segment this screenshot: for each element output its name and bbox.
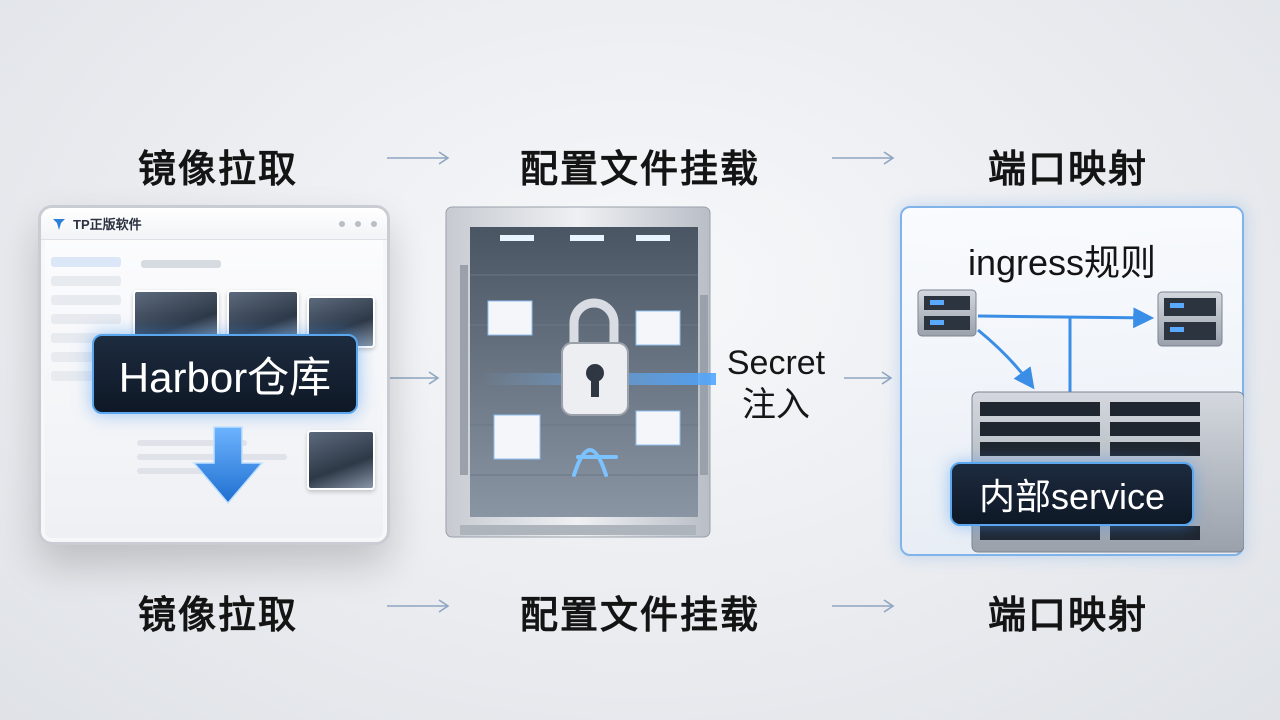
target-server-icon xyxy=(1157,291,1223,347)
app-name: TP正版软件 xyxy=(73,217,142,232)
bottom-step-1: 镜像拉取 xyxy=(138,593,299,637)
bottom-step-2: 配置文件挂载 xyxy=(520,593,761,637)
app-logo-icon xyxy=(53,218,65,230)
top-step-2: 配置文件挂载 xyxy=(520,147,761,191)
bottom-step-3: 端口映射 xyxy=(988,593,1149,637)
tablet-titlebar: TP正版软件 xyxy=(41,208,387,240)
internal-service-badge: 内部service xyxy=(950,462,1194,526)
top-step-3: 端口映射 xyxy=(988,147,1149,191)
mid-flow-arrow-2 xyxy=(844,371,893,385)
sidebar xyxy=(47,248,125,390)
harbor-registry-badge: Harbor仓库 xyxy=(92,334,358,414)
bottom-flow-arrow-1 xyxy=(387,599,450,613)
bottom-flow-arrow-2 xyxy=(832,599,895,613)
top-flow-arrow-1 xyxy=(387,151,450,165)
download-arrow-icon xyxy=(192,426,264,505)
titlebar-controls xyxy=(339,220,377,227)
server-cabinet xyxy=(445,206,716,538)
thumbnail xyxy=(307,430,375,490)
secret-label-line2: 注入 xyxy=(742,386,810,424)
top-step-1: 镜像拉取 xyxy=(138,147,299,191)
source-server-icon xyxy=(917,289,977,337)
secret-injection-label: Secret 注入 xyxy=(712,342,840,426)
padlock-icon xyxy=(561,298,629,416)
secret-label-line1: Secret xyxy=(726,344,826,382)
top-flow-arrow-2 xyxy=(832,151,895,165)
mid-flow-arrow-1 xyxy=(387,371,440,385)
ingress-title: ingress规则 xyxy=(968,242,1157,283)
